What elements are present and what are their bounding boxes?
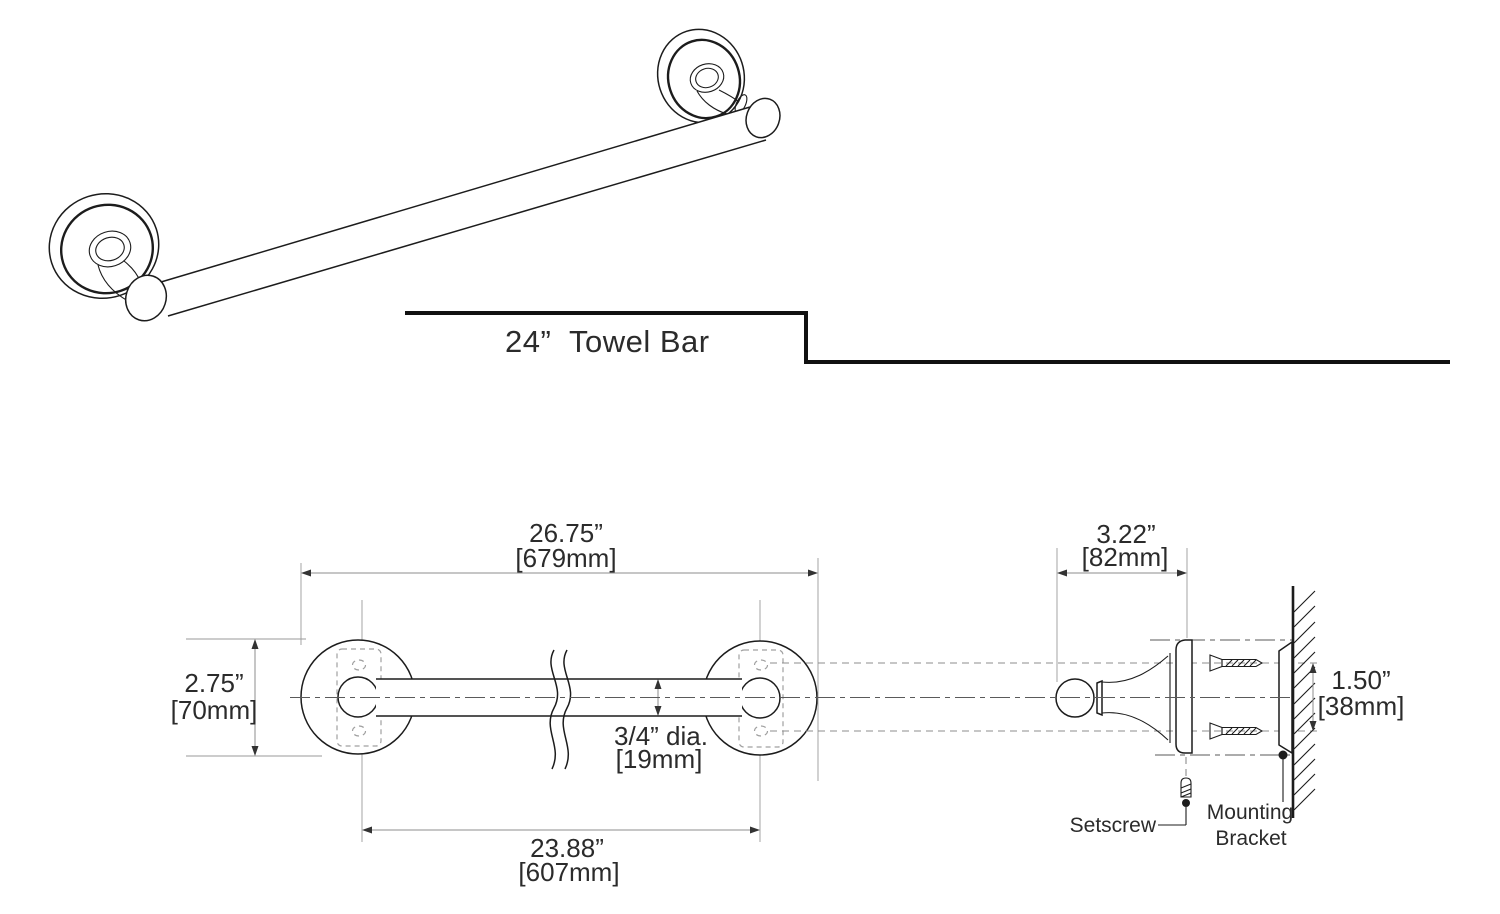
right-screw-hole-top (753, 659, 769, 671)
perspective-right-flange (656, 28, 748, 124)
perspective-left-flange (48, 192, 160, 302)
overall-width-mm: [679mm] (515, 543, 616, 573)
side-trumpet-bottom (1101, 712, 1169, 741)
side-flange-plate (1175, 639, 1193, 754)
left-screw-hole-top (351, 659, 367, 671)
mounting-bracket-label-line1: Mounting (1207, 801, 1293, 824)
projection-inches: 3.22” (1096, 519, 1155, 549)
front-view: 3/4” dia. [19mm] 26.75” [679mm] 2.75” [7… (171, 518, 819, 887)
mounting-screw-top (1209, 654, 1264, 672)
wall (1291, 586, 1316, 818)
break-symbol (562, 649, 572, 770)
setscrew-leader-dot (1182, 799, 1190, 807)
right-screw-hole-bottom (753, 725, 769, 737)
title-step-line (405, 311, 1450, 364)
title-block: 24” Towel Bar (405, 311, 1450, 364)
mounting-screw-bottom (1209, 722, 1264, 740)
overall-width-inches: 26.75” (529, 518, 603, 548)
flange-diameter-dimension: 2.75” [70mm] (171, 638, 322, 757)
bar-diameter-inches: 3/4” dia. (614, 721, 708, 751)
bar-diameter-dimension: 3/4” dia. [19mm] (614, 679, 708, 774)
projection-mm: [82mm] (1082, 542, 1169, 572)
center-to-center-dimension: 23.88” [607mm] (362, 826, 760, 887)
mounting-bracket-label-line2: Bracket (1215, 827, 1286, 850)
center-to-center-inches: 23.88” (530, 833, 604, 863)
perspective-view (48, 28, 781, 322)
product-title: 24” Towel Bar (505, 324, 710, 359)
mounting-bracket-side: Mounting Bracket (1207, 640, 1293, 850)
side-post-profile (1055, 639, 1193, 754)
setscrew: Setscrew (1070, 757, 1192, 837)
side-trumpet-top (1101, 655, 1169, 683)
perspective-bar-left-cap (124, 274, 168, 322)
center-to-center-mm: [607mm] (518, 857, 619, 887)
bracket-height-mm: [38mm] (1318, 691, 1405, 721)
flange-diameter-inches: 2.75” (184, 668, 243, 698)
bar-diameter-mm: [19mm] (616, 744, 703, 774)
perspective-bar (124, 97, 781, 322)
bracket-height-dimension: 1.50” [38mm] (1309, 663, 1405, 731)
overall-width-dimension: 26.75” [679mm] (300, 518, 819, 781)
left-screw-hole-bottom (351, 725, 367, 737)
flange-diameter-mm: [70mm] (171, 695, 258, 725)
setscrew-label: Setscrew (1070, 814, 1157, 837)
right-mounting-bracket-hidden (738, 649, 784, 748)
projection-dimension: 3.22” [82mm] (1056, 519, 1188, 682)
bracket-leader-dot (1278, 750, 1288, 760)
side-view: Mounting Bracket Setscrew 3.22” [82mm] (770, 519, 1404, 850)
perspective-bar-right-cap (745, 97, 781, 139)
setscrew-body (1180, 777, 1192, 798)
wall-hatching (1293, 590, 1316, 811)
break-symbol (549, 649, 559, 770)
bracket-height-inches: 1.50” (1331, 665, 1390, 695)
